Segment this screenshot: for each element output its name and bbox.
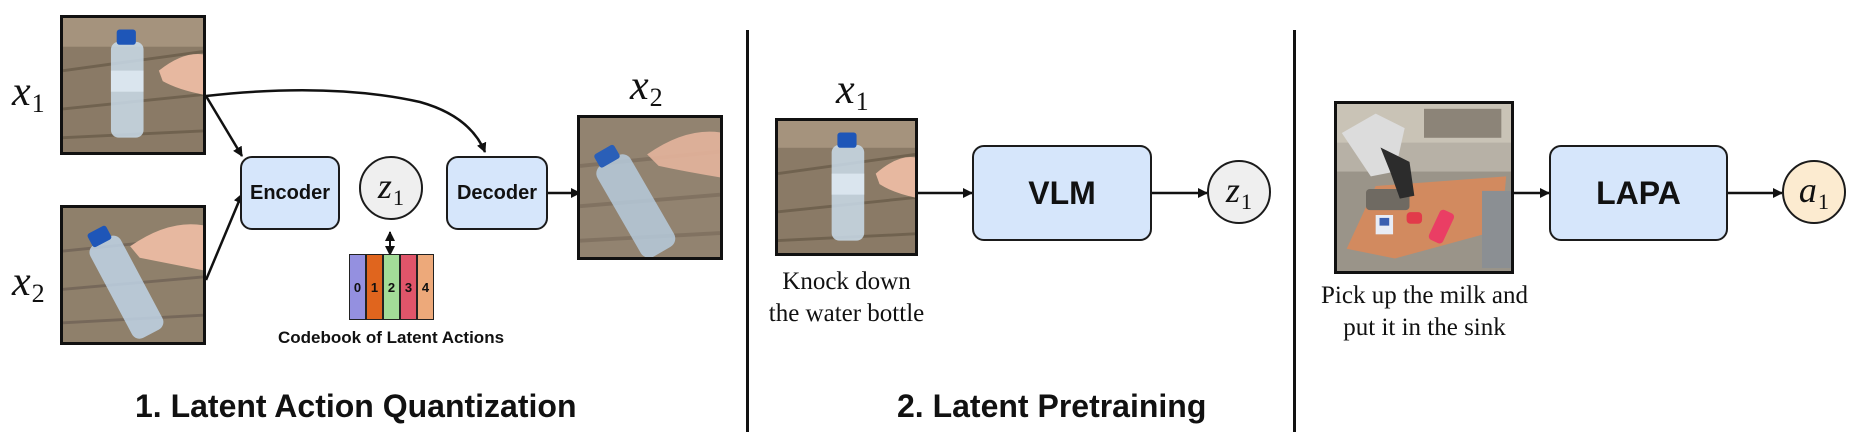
- encoder-box: Encoder: [240, 156, 340, 230]
- codebook-caption: Codebook of Latent Actions: [278, 328, 505, 347]
- divider-2: [1293, 30, 1296, 432]
- lapa-box: LAPA: [1549, 145, 1728, 241]
- panel2-z1-circle: z1: [1207, 160, 1271, 224]
- code-cell-4: 4: [417, 254, 434, 320]
- decoder-box: Decoder: [446, 156, 548, 230]
- code-cell-3: 3: [400, 254, 417, 320]
- panel1-title: 1. Latent Action Quantization: [135, 388, 577, 424]
- panel2-title: 2. Latent Pretraining: [897, 388, 1207, 424]
- x1-label: x1: [12, 69, 45, 119]
- panel3-instruction: Pick up the milk and put it in the sink: [1321, 282, 1528, 341]
- code-cell-1: 1: [366, 254, 383, 320]
- frame-reconstructed-x2-image: [577, 115, 723, 260]
- arrow-x1-to-encoder: [204, 95, 244, 157]
- robot-scene-image: [1334, 101, 1514, 274]
- a1-circle: a1: [1782, 160, 1846, 224]
- code-cell-2: 2: [383, 254, 400, 320]
- frame-x2-image: [60, 205, 206, 345]
- divider-1: [746, 30, 749, 432]
- panel2-x1-image: [775, 118, 918, 256]
- panel2-instruction: Knock down the water bottle: [768, 268, 925, 327]
- panel2-x1-label: x1: [836, 67, 869, 117]
- z1-circle: z1: [359, 156, 423, 220]
- x2-label: x2: [12, 259, 45, 309]
- frame-x1-image: [60, 15, 206, 155]
- output-x2-label: x2: [630, 63, 663, 113]
- arrow-x2-to-encoder: [204, 193, 244, 281]
- vlm-box: VLM: [972, 145, 1152, 241]
- codebook: 0 1 2 3 4: [349, 254, 434, 320]
- arrow-x1-to-decoder: [205, 88, 487, 153]
- code-cell-0: 0: [349, 254, 366, 320]
